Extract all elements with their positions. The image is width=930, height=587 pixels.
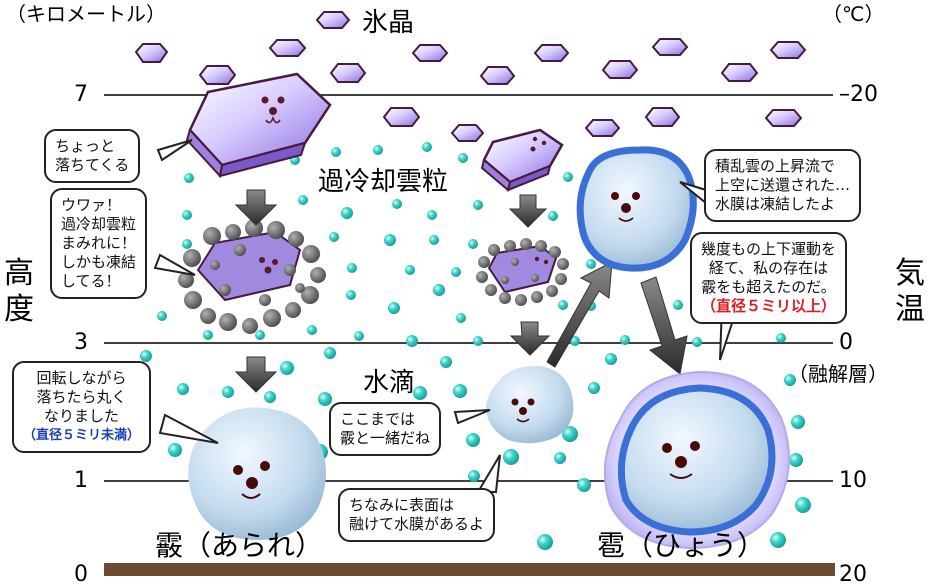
left-tick-0: 0 [74,562,88,587]
left-axis-unit: （キロメートル） [6,2,166,26]
arrow-down [508,194,548,228]
crystal-hexagon [644,107,681,127]
crystal-hexagon [329,63,367,83]
bubble-falling: ちょっと 落ちてくる [44,129,141,183]
crystal-hexagon [601,60,639,79]
melt-layer-label: （融解層） [788,362,888,386]
crystal-hexagon [450,124,485,142]
rimed-crystal-left [178,219,326,334]
left-axis-title: 高度 [4,256,34,327]
large-ice-crystal [185,72,332,179]
crystal-hexagon [411,44,449,62]
size-note-under-5mm: （直径５ミリ未満） [23,428,141,443]
crystal-hexagon [198,65,237,85]
crystal-hexagon [268,39,307,57]
size-note-over-5mm: （直径５ミリ以上） [701,297,837,315]
crystal-hexagon [134,43,169,63]
bubble-water-film: ちなみに表面は 融けて水膜があるよ [338,488,496,542]
small-ice-crystal [480,128,564,192]
crystal-hexagon [651,38,689,56]
arrow-down-large [640,276,688,375]
arrow-down [234,356,278,393]
ground-bar [104,563,835,576]
bubble-rolling: 回転しながら 落ちたら丸く なりました （直径５ミリ未満） [12,361,152,453]
right-tick-0: 0 [839,330,853,355]
crystal-hexagon [720,63,759,82]
left-tick-3: 3 [74,330,88,355]
crystal-hexagon [769,41,807,59]
arrow-down [234,189,278,226]
arrow-down [509,321,551,356]
bubble-covered: ウワァ！ 過冷却雲粒 まみれに！ しかも凍結 してる！ [50,188,148,299]
bubble-repeated-motion: 幾度もの上下運動を 経て、私の存在は 霰をも超えたのだ。 （直径５ミリ以上） [690,232,848,324]
right-axis-unit: （℃） [822,2,885,26]
bubble-updraft: 積乱雲の上昇流で 上空に送還された… 水膜は凍結したよ [704,149,862,222]
bubble-same-as-graupel: ここまでは 霰と一緒だね [329,402,442,456]
graupel-small [486,365,574,444]
right-tick-minus20: –20 [839,82,878,107]
crystal-hexagon [315,11,351,29]
refrozen-graupel [576,146,697,272]
right-axis-title: 気温 [895,256,925,327]
hail-label: 雹（ひょう） [597,529,766,562]
crystal-hexagon [382,107,421,127]
water-drop-label: 水滴 [363,368,416,398]
fall-arrows [234,189,688,393]
hailstone [603,370,791,550]
supercooled-droplet-label: 過冷却雲粒 [318,167,449,197]
graupel-large [188,407,326,540]
ice-crystal-label: 氷晶 [362,8,415,38]
ice-crystals [134,11,807,142]
rimed-crystal-middle [476,238,569,306]
right-tick-20: 20 [839,562,867,587]
crystal-hexagon [533,44,570,62]
left-tick-1: 1 [74,468,88,493]
crystal-hexagon [584,119,621,137]
crystal-hexagon [479,66,516,85]
right-tick-10: 10 [839,468,867,493]
arrow-up [546,261,613,368]
left-tick-7: 7 [74,82,88,107]
crystal-hexagon [764,109,803,127]
graupel-label: 霰（あられ） [155,529,324,562]
